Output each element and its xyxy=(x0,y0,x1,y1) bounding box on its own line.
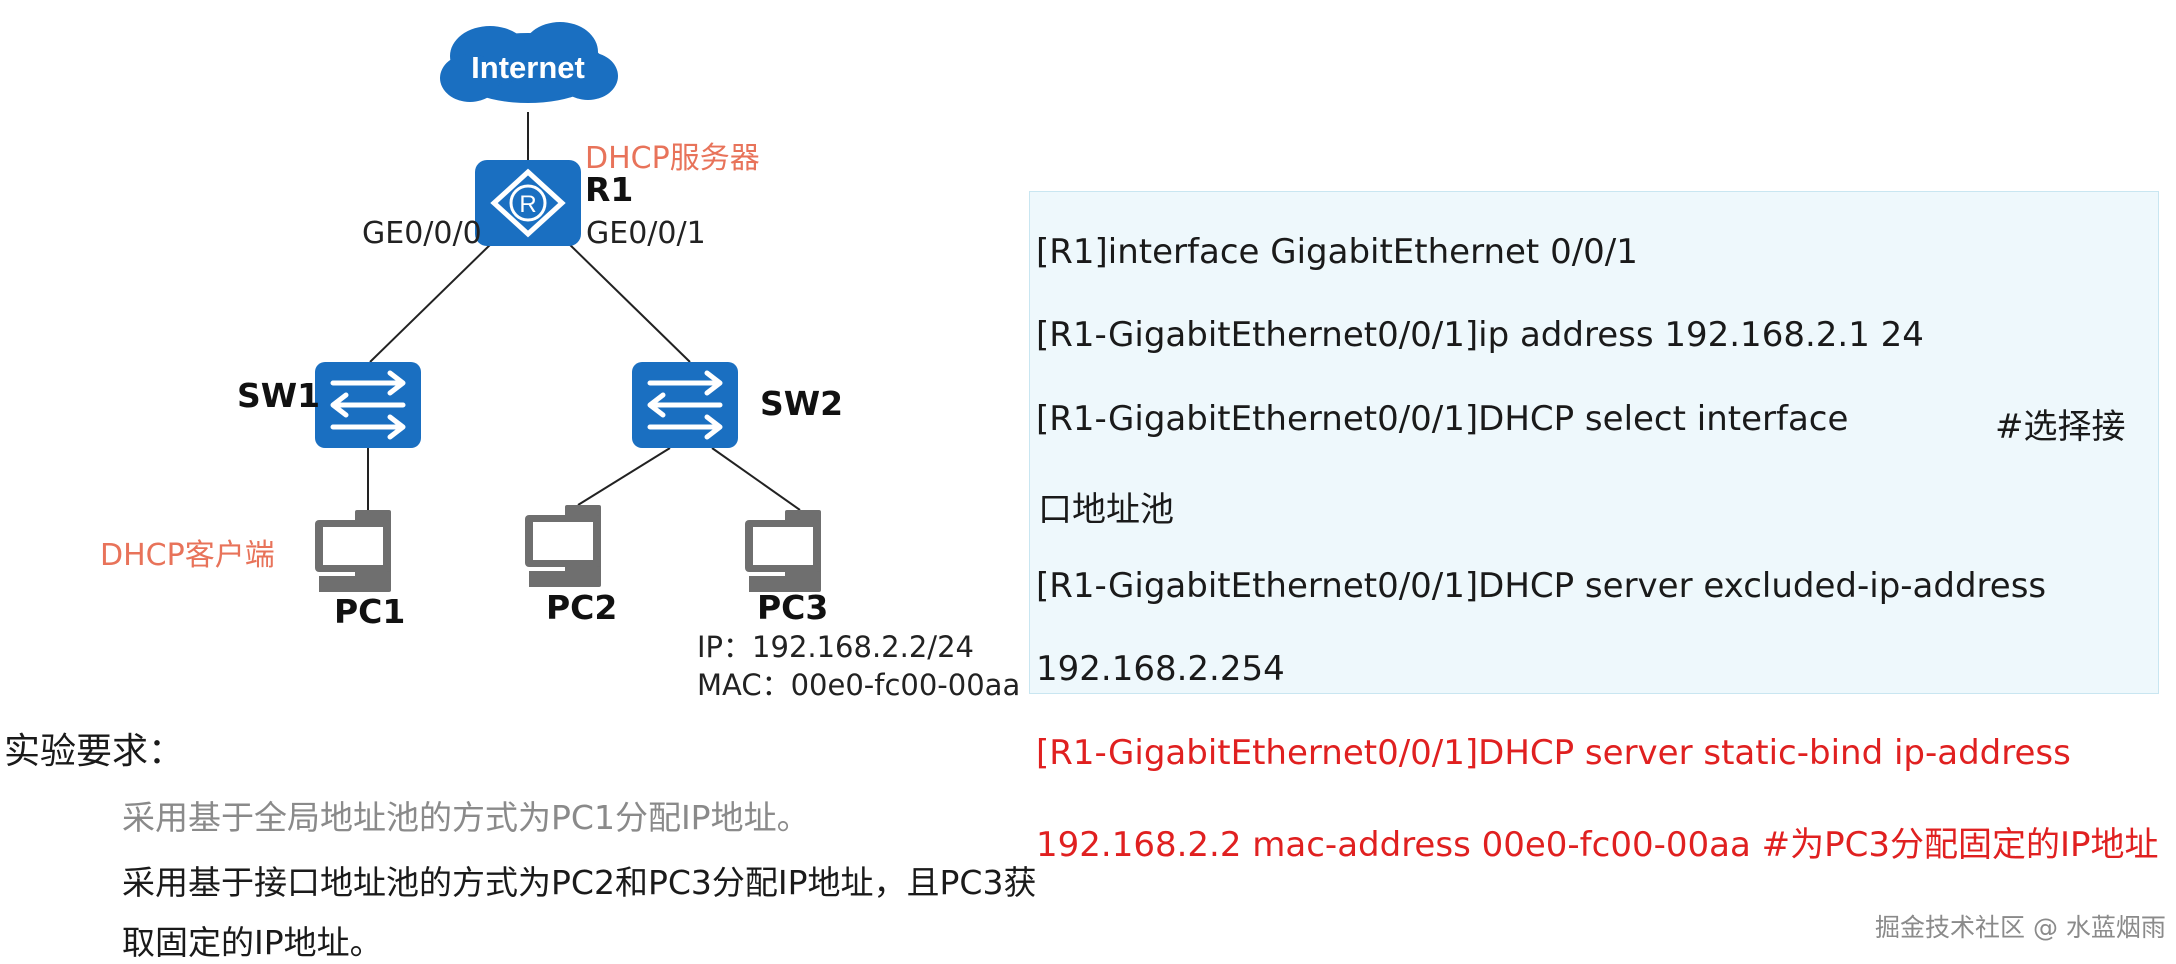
pc3-ip: IP：192.168.2.2/24 xyxy=(697,630,974,664)
r1-label: R1 xyxy=(585,170,634,209)
requirement-item: 取固定的IP地址。 xyxy=(122,923,383,962)
switch-sw2-icon xyxy=(632,362,738,448)
pc3-mac: MAC：00e0-fc00-00aa xyxy=(697,668,1021,702)
requirement-item: 采用基于全局地址池的方式为PC1分配IP地址。 xyxy=(122,798,810,837)
command-line: 192.168.2.254 xyxy=(1036,649,1285,689)
internet-label: Internet xyxy=(471,50,585,85)
pc3-label: PC3 xyxy=(757,588,829,627)
sw1-label: SW1 xyxy=(237,376,321,415)
command-line: [R1]interface GigabitEthernet 0/0/1 xyxy=(1036,232,1638,272)
network-topology: R xyxy=(315,22,821,592)
watermark: 掘金技术社区 @ 水蓝烟雨 xyxy=(1875,913,2166,942)
router-r1-icon: R xyxy=(475,160,581,246)
command-line-highlight: [R1-GigabitEthernet0/0/1]DHCP server sta… xyxy=(1036,733,2071,773)
pc2-label: PC2 xyxy=(546,588,618,627)
command-panel xyxy=(1029,191,2159,694)
command-comment: #选择接 xyxy=(1995,407,2126,447)
requirements-title: 实验要求： xyxy=(4,731,185,772)
link-sw2-pc3 xyxy=(711,447,801,511)
pc1-label: PC1 xyxy=(334,592,406,631)
pc1-icon xyxy=(315,510,391,592)
link-r1-sw1 xyxy=(369,239,496,363)
command-line: [R1-GigabitEthernet0/0/1]DHCP server exc… xyxy=(1036,566,2047,606)
command-line: 口地址池 xyxy=(1038,490,1174,530)
r1-port-left: GE0/0/0 xyxy=(362,216,482,251)
command-line-highlight: 192.168.2.2 mac-address 00e0-fc00-00aa #… xyxy=(1036,825,2159,865)
link-r1-sw2 xyxy=(564,239,691,363)
pc2-icon xyxy=(525,505,601,587)
dhcp-server-label: DHCP服务器 xyxy=(585,141,760,176)
command-line: [R1-GigabitEthernet0/0/1]ip address 192.… xyxy=(1036,315,1924,355)
requirement-item: 采用基于接口地址池的方式为PC2和PC3分配IP地址，且PC3获 xyxy=(122,863,1037,902)
internet-cloud-icon xyxy=(440,22,618,103)
svg-text:R: R xyxy=(519,191,536,218)
link-sw2-pc2 xyxy=(577,447,671,506)
dhcp-client-label: DHCP客户端 xyxy=(100,538,275,573)
command-line: [R1-GigabitEthernet0/0/1]DHCP select int… xyxy=(1036,399,1849,439)
switch-sw1-icon xyxy=(315,362,421,448)
sw2-label: SW2 xyxy=(760,384,844,423)
pc3-icon xyxy=(745,510,821,592)
r1-port-right: GE0/0/1 xyxy=(586,216,706,251)
